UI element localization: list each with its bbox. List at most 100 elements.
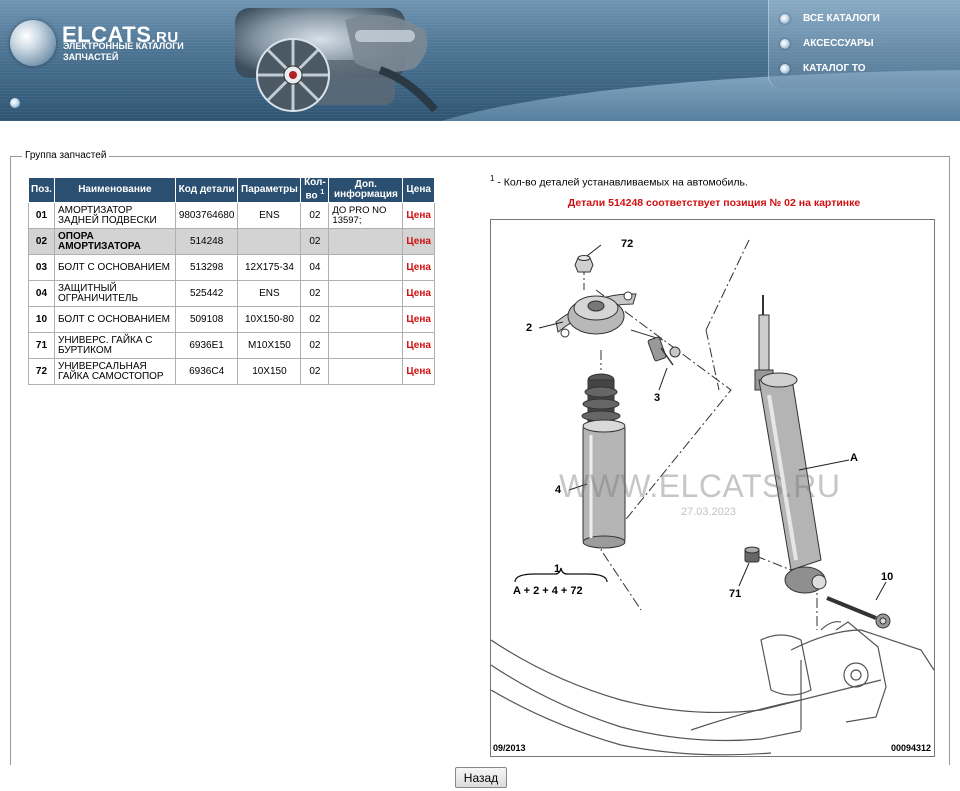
quantity-footnote: 1 - Кол-во деталей устанавливаемых на ав… (490, 174, 748, 189)
label-formula: A + 2 + 4 + 72 (513, 585, 583, 597)
parts-group-legend: Группа запчастей (22, 150, 110, 161)
cell-params: 10X150 (237, 358, 302, 385)
parts-group-frame (10, 156, 950, 765)
logo-subtitle: ЭЛЕКТРОННЫЕ КАТАЛОГИ ЗАПЧАСТЕЙ (63, 41, 184, 62)
cell-qty: 02 (300, 280, 330, 307)
cell-code: 513298 (174, 254, 239, 281)
shock-absorber-diagram (491, 239, 934, 756)
logo-title[interactable]: ELCATS.RU (62, 22, 179, 47)
engine-illustration-icon (235, 8, 439, 113)
cell-code: 509108 (174, 306, 239, 333)
label-4[interactable]: 4 (555, 484, 562, 496)
cell-code: 525442 (174, 280, 239, 307)
price-link[interactable]: Цена (402, 306, 435, 333)
col-header-name: Наименование (53, 177, 176, 203)
cell-pos: 01 (28, 202, 55, 229)
col-header-params: Параметры (237, 177, 302, 203)
col-header-qty: Кол-во 1 (300, 177, 330, 203)
cell-qty: 02 (300, 228, 330, 255)
nav-panel (768, 0, 960, 88)
label-71[interactable]: 71 (729, 588, 742, 600)
col-header-pos: Поз. (28, 177, 55, 203)
nav-bullet-icon (780, 38, 790, 49)
globe-logo-icon[interactable] (10, 20, 56, 66)
cell-info (328, 358, 404, 385)
cell-qty: 02 (300, 202, 330, 229)
nav-all-catalogs[interactable]: ВСЕ КАТАЛОГИ (780, 13, 880, 24)
cell-qty: 02 (300, 358, 330, 385)
cell-name: БОЛТ С ОСНОВАНИЕМ (53, 306, 176, 333)
col-header-code: Код детали (174, 177, 239, 203)
diagram-date: 09/2013 (493, 743, 526, 753)
label-1[interactable]: 1 (554, 563, 561, 575)
site-header: ELCATS.RU ЭЛЕКТРОННЫЕ КАТАЛОГИ ЗАПЧАСТЕЙ (0, 0, 960, 121)
cell-qty: 02 (300, 332, 330, 359)
cell-pos: 02 (28, 228, 55, 255)
col-header-price: Цена (402, 177, 435, 203)
nut-72-drawing (574, 255, 594, 273)
nav-accessories[interactable]: АКСЕССУАРЫ (780, 38, 874, 49)
cell-pos: 10 (28, 306, 55, 333)
cell-params: 10X150-80 (237, 306, 302, 333)
watermark-text: WWW.ELCATS.RU (559, 468, 841, 504)
price-link[interactable]: Цена (402, 280, 435, 307)
dust-cover-4-drawing (581, 373, 626, 549)
price-link[interactable]: Цена (402, 202, 435, 229)
home-bullet-icon[interactable] (10, 98, 20, 108)
nav-maintenance-catalog[interactable]: КАТАЛОГ ТО (780, 63, 866, 74)
cell-params: ENS (237, 202, 302, 229)
price-link[interactable]: Цена (402, 228, 435, 255)
label-a[interactable]: A (850, 452, 858, 464)
cell-info (328, 306, 404, 333)
label-3[interactable]: 3 (654, 392, 661, 404)
cell-code: 6936E1 (174, 332, 239, 359)
watermark-date: 27.03.2023 (681, 506, 737, 518)
label-72[interactable]: 72 (621, 238, 634, 250)
position-match-text: Детали 514248 соответствует позиция № 02… (567, 197, 861, 209)
price-link[interactable]: Цена (402, 332, 435, 359)
shock-absorber-a-drawing (754, 295, 827, 594)
table-row[interactable]: 10 БОЛТ С ОСНОВАНИЕМ 509108 10X150-80 02… (28, 306, 435, 333)
cell-info (328, 254, 404, 281)
cell-code: 6936C4 (174, 358, 239, 385)
cell-params: ENS (237, 280, 302, 307)
nav-bullet-icon (780, 13, 790, 24)
nav-bullet-icon (780, 63, 790, 74)
cell-info (328, 332, 404, 359)
cell-code: 9803764680 (174, 202, 239, 229)
table-row[interactable]: 03 БОЛТ С ОСНОВАНИЕМ 513298 12X175-34 04… (28, 254, 435, 281)
cell-code: 514248 (174, 228, 239, 255)
label-2[interactable]: 2 (526, 322, 533, 334)
cell-qty: 02 (300, 306, 330, 333)
cell-info (328, 280, 404, 307)
col-header-info: Доп.информация (328, 177, 404, 203)
bolt-10-drawing (826, 596, 891, 629)
cell-params: M10X150 (237, 332, 302, 359)
subframe-drawing (491, 621, 934, 756)
back-button[interactable]: Назад (455, 767, 507, 788)
cell-qty: 04 (300, 254, 330, 281)
cell-pos: 04 (28, 280, 55, 307)
parts-table: Поз. Наименование Код детали Параметры К… (28, 177, 435, 385)
price-link[interactable]: Цена (402, 358, 435, 385)
diagram-code: 00094312 (890, 743, 931, 753)
cell-pos: 71 (28, 332, 55, 359)
label-10[interactable]: 10 (881, 571, 894, 583)
cell-params: 12X175-34 (237, 254, 302, 281)
cell-pos: 72 (28, 358, 55, 385)
price-link[interactable]: Цена (402, 254, 435, 281)
parts-diagram[interactable]: 72 2 3 4 A 1 A + 2 + 4 + 72 71 10 WWW.EL… (490, 219, 935, 757)
bolt-3-drawing (630, 329, 681, 366)
cell-name: БОЛТ С ОСНОВАНИЕМ (53, 254, 176, 281)
